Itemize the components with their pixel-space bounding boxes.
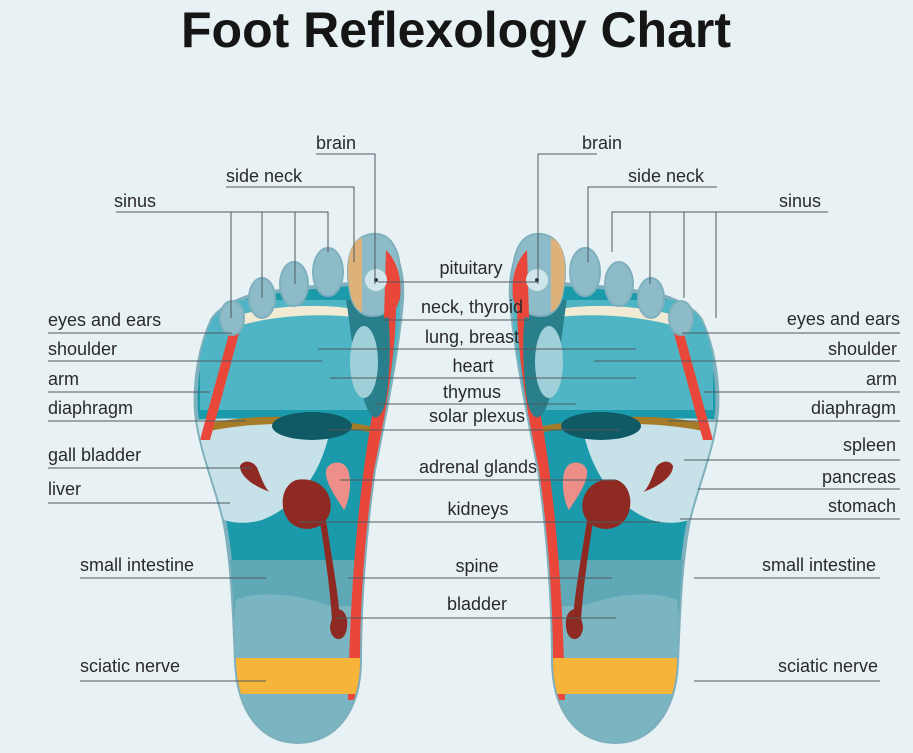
label-left-shoulder: shoulder [48, 339, 117, 359]
label-left-side-neck: side neck [226, 166, 303, 186]
label-left-eyes-and-ears: eyes and ears [48, 310, 161, 330]
label-gall-bladder: gall bladder [48, 445, 141, 465]
label-spine: spine [455, 556, 498, 576]
label-left-sinus: sinus [114, 191, 156, 211]
label-pituitary: pituitary [439, 258, 502, 278]
left-foot [196, 234, 403, 753]
label-lung-breast: lung, breast [425, 327, 519, 347]
right-foot [511, 234, 718, 753]
label-left-small-intestine: small intestine [80, 555, 194, 575]
label-right-small-intestine: small intestine [762, 555, 876, 575]
label-solar-plexus: solar plexus [429, 406, 525, 426]
page-title: Foot Reflexology Chart [181, 2, 731, 58]
center-leader-lines [300, 281, 660, 619]
label-left-sciatic-nerve: sciatic nerve [80, 656, 180, 676]
label-stomach: stomach [828, 496, 896, 516]
label-right-side-neck: side neck [628, 166, 705, 186]
label-thymus: thymus [443, 382, 501, 402]
label-right-sciatic-nerve: sciatic nerve [778, 656, 878, 676]
label-neck-thyroid: neck, thyroid [421, 297, 523, 317]
left-leader-lines [48, 153, 376, 682]
label-left-brain: brain [316, 133, 356, 153]
label-left-arm: arm [48, 369, 79, 389]
label-right-arm: arm [866, 369, 897, 389]
label-bladder: bladder [447, 594, 507, 614]
label-right-eyes-and-ears: eyes and ears [787, 309, 900, 329]
label-right-diaphragm: diaphragm [811, 398, 896, 418]
label-left-diaphragm: diaphragm [48, 398, 133, 418]
label-kidneys: kidneys [447, 499, 508, 519]
label-liver: liver [48, 479, 81, 499]
label-pancreas: pancreas [822, 467, 896, 487]
label-right-brain: brain [582, 133, 622, 153]
right-leader-lines [537, 153, 900, 682]
label-right-shoulder: shoulder [828, 339, 897, 359]
label-heart: heart [452, 356, 493, 376]
label-right-sinus: sinus [779, 191, 821, 211]
label-adrenal-glands: adrenal glands [419, 457, 537, 477]
label-spleen: spleen [843, 435, 896, 455]
